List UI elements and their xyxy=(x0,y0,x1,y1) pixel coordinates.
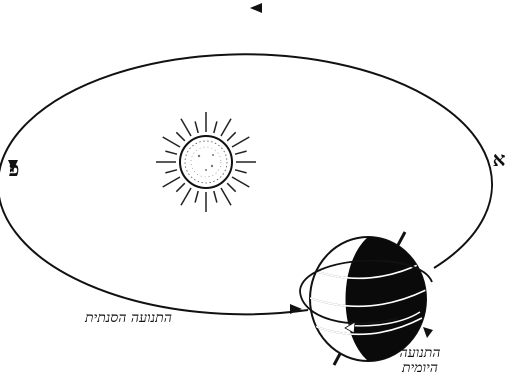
sun-ray xyxy=(221,119,231,136)
sun-ray xyxy=(235,170,247,173)
sun-ray xyxy=(163,137,180,147)
sun-ray xyxy=(214,191,217,203)
rotation-arrow xyxy=(423,327,433,338)
arrow-top xyxy=(250,3,262,13)
sun-ray xyxy=(227,132,236,141)
point-label-left: פ xyxy=(9,157,20,181)
sun-ray xyxy=(232,177,249,187)
annual-motion-label: התנועה הסנתית xyxy=(84,310,172,326)
sun-ray xyxy=(232,137,249,147)
sun-ray xyxy=(163,177,180,187)
daily-motion-label-line1: התנועה xyxy=(399,345,440,361)
sun-ray xyxy=(176,132,185,141)
sun-ray xyxy=(221,188,231,205)
sun-ray xyxy=(195,191,198,203)
sun-ray xyxy=(235,151,247,154)
orbit-direction-arrows xyxy=(8,3,302,314)
sun-ray xyxy=(165,151,177,154)
daily-motion-label-line2: היומית xyxy=(401,360,438,376)
point-label-right: א xyxy=(493,147,506,171)
sun-ray xyxy=(181,119,191,136)
sun-ray xyxy=(227,183,236,192)
sun-ray xyxy=(176,183,185,192)
earth-night-side xyxy=(346,237,426,361)
sun-icon xyxy=(156,112,256,212)
sun-ray xyxy=(165,170,177,173)
sun-ray xyxy=(214,121,217,133)
sun-ray xyxy=(181,188,191,205)
sun-ray xyxy=(195,121,198,133)
